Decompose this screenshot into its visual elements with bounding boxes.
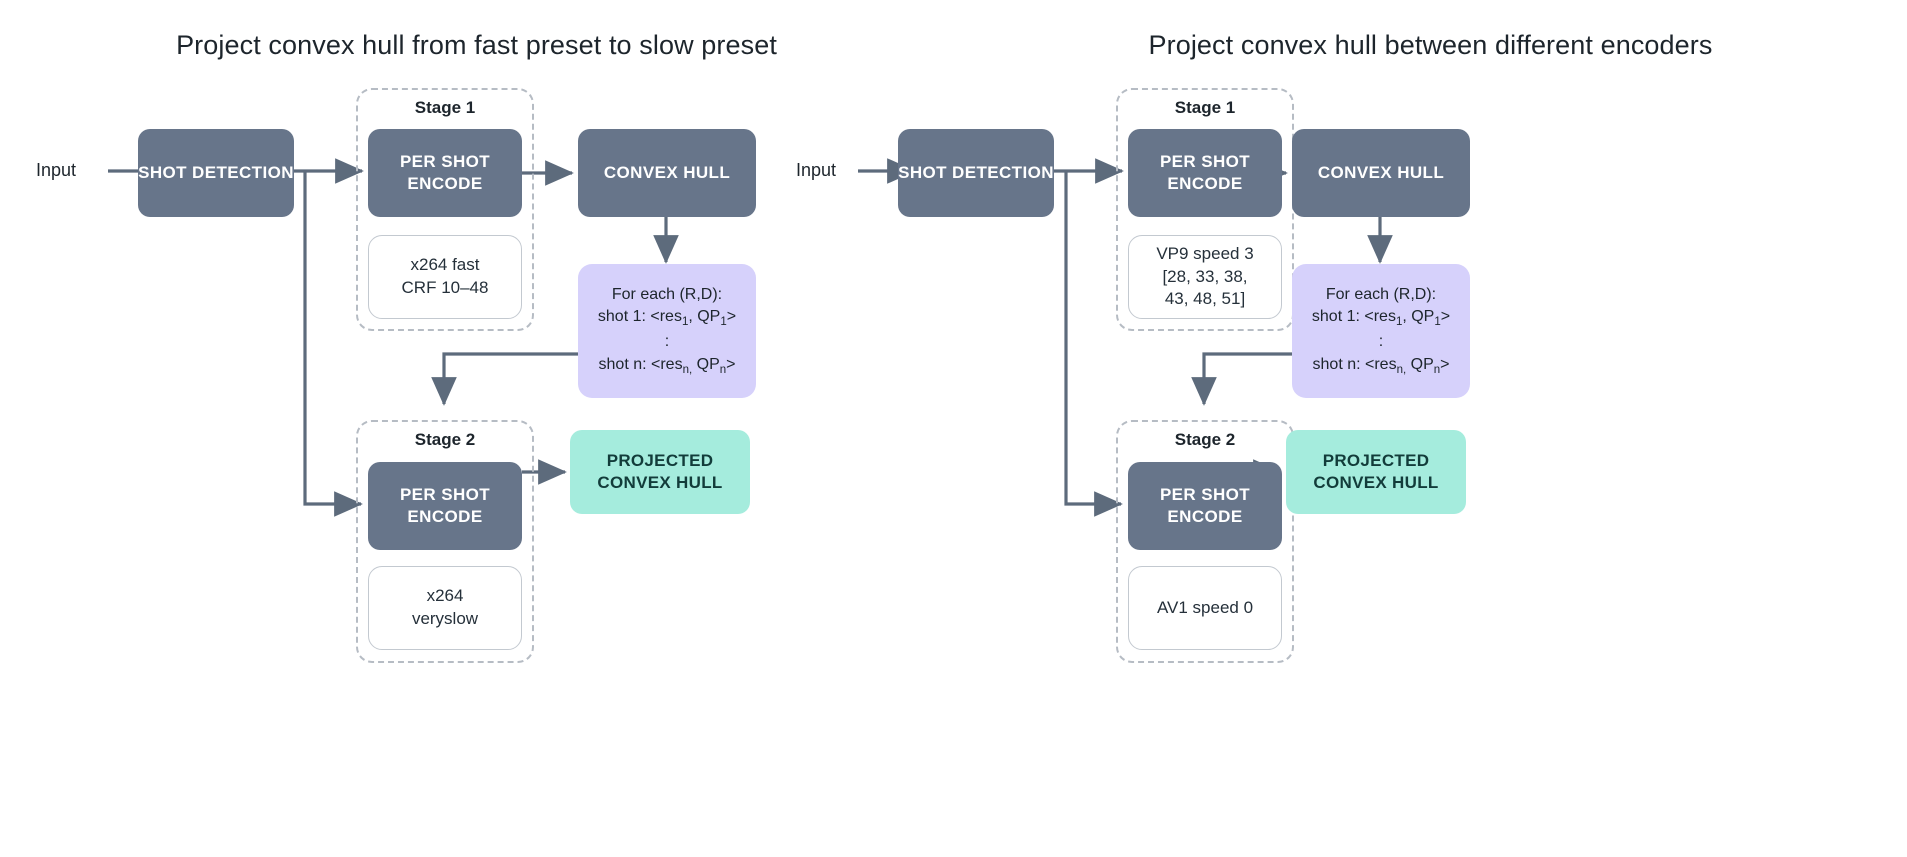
convex-hull-node-left[interactable]: CONVEX HULL — [578, 129, 756, 217]
rd-line-4: shot n: <resn, QPn> — [1312, 355, 1450, 376]
rd-line-1: For each (R,D): — [1325, 285, 1437, 303]
projected-convex-hull-label: PROJECTED CONVEX HULL — [597, 450, 723, 492]
projected-convex-hull-node-left[interactable]: PROJECTED CONVEX HULL — [570, 430, 750, 514]
shot-detection-node-left[interactable]: SHOT DETECTION — [138, 129, 294, 217]
stage2-encode-label: PER SHOT ENCODE — [1159, 485, 1251, 526]
stage2-settings-line1: AV1 speed 0 — [1156, 597, 1254, 617]
panel-between-encoders: Project convex hull between different en… — [796, 0, 1907, 857]
stage1-settings-node-left[interactable]: x264 fast CRF 10–48 — [368, 235, 522, 319]
rd-list-node-right[interactable]: For each (R,D): shot 1: <res1, QP1> : sh… — [1292, 264, 1470, 398]
stage2-encode-label: PER SHOT ENCODE — [399, 485, 491, 526]
stage1-encode-label: PER SHOT ENCODE — [399, 152, 491, 193]
rd-line-3: : — [664, 333, 670, 350]
rd-list-node-left[interactable]: For each (R,D): shot 1: <res1, QP1> : sh… — [578, 264, 756, 398]
projected-convex-hull-label: PROJECTED CONVEX HULL — [1313, 450, 1439, 492]
rd-line-2: shot 1: <res1, QP1> — [1311, 308, 1451, 329]
wire-shotdetect-branch-to-stage2 — [1064, 171, 1123, 517]
stage1-settings-line3: 43, 48, 51] — [1164, 289, 1246, 309]
stage1-settings-line2: [28, 33, 38, — [1162, 266, 1248, 286]
stage2-encode-node-right[interactable]: PER SHOT ENCODE — [1128, 462, 1282, 550]
panel-fast-to-slow: Project convex hull from fast preset to … — [0, 0, 953, 857]
shot-detection-node-right[interactable]: SHOT DETECTION — [898, 129, 1054, 217]
input-label-right: Input — [796, 160, 837, 180]
stage2-group-left: Stage 2 — [356, 420, 534, 663]
shot-detection-label: SHOT DETECTION — [138, 163, 294, 183]
stage1-encode-label: PER SHOT ENCODE — [1159, 152, 1251, 193]
wire-rdbox-to-stage2 — [431, 352, 578, 406]
convex-hull-label: CONVEX HULL — [603, 163, 731, 183]
rd-line-4: shot n: <resn, QPn> — [598, 355, 736, 376]
stage1-group-left: Stage 1 — [356, 88, 534, 331]
panel-title-right: Project convex hull between different en… — [1148, 30, 1713, 60]
stage1-settings-line1: VP9 speed 3 — [1156, 243, 1254, 263]
wire-rdbox-to-stage2 — [1191, 352, 1292, 406]
shot-detection-label: SHOT DETECTION — [898, 163, 1054, 183]
rd-line-3: : — [1378, 333, 1384, 350]
stage2-label-right: Stage 2 — [1174, 430, 1236, 449]
rd-line-2: shot 1: <res1, QP1> — [597, 308, 737, 329]
stage1-settings-node-right[interactable]: VP9 speed 3 [28, 33, 38, 43, 48, 51] — [1128, 235, 1282, 319]
stage1-label-right: Stage 1 — [1174, 98, 1236, 117]
stage2-settings-node-right[interactable]: AV1 speed 0 — [1128, 566, 1282, 650]
stage2-settings-node-left[interactable]: x264 veryslow — [368, 566, 522, 650]
stage2-settings-line1: x264 — [426, 586, 464, 606]
stage1-settings-line1: x264 fast — [410, 255, 480, 275]
stage2-settings-line2: veryslow — [411, 609, 479, 628]
panel-title-left: Project convex hull from fast preset to … — [176, 30, 777, 60]
convex-hull-label: CONVEX HULL — [1317, 163, 1445, 183]
stage1-encode-node-left[interactable]: PER SHOT ENCODE — [368, 129, 522, 217]
stage1-encode-node-right[interactable]: PER SHOT ENCODE — [1128, 129, 1282, 217]
rd-line-1: For each (R,D): — [611, 285, 723, 303]
input-label-left: Input — [36, 160, 77, 180]
wire-shotdetect-branch-to-stage2 — [303, 171, 363, 517]
stage2-label-left: Stage 2 — [414, 430, 476, 449]
stage1-settings-line2: CRF 10–48 — [401, 278, 489, 297]
stage2-group-right: Stage 2 — [1116, 420, 1294, 663]
stage1-label-left: Stage 1 — [414, 98, 476, 117]
projected-convex-hull-node-right[interactable]: PROJECTED CONVEX HULL — [1286, 430, 1466, 514]
convex-hull-node-right[interactable]: CONVEX HULL — [1292, 129, 1470, 217]
stage2-encode-node-left[interactable]: PER SHOT ENCODE — [368, 462, 522, 550]
